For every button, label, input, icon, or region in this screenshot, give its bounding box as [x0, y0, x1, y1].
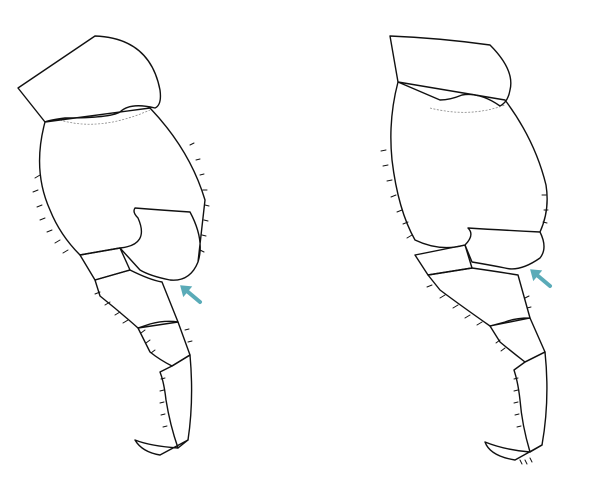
- merus-right: [427, 267, 531, 327]
- basis-right: [390, 81, 548, 270]
- basis-left: [38, 107, 206, 281]
- propodus-right: [513, 351, 548, 453]
- coxa-right: [389, 35, 512, 107]
- appendage-left: [17, 35, 210, 456]
- ischium-left: [79, 247, 131, 281]
- arrow-icon: [530, 269, 552, 288]
- coxa-left: [17, 35, 162, 123]
- coxa-suture-left: [59, 109, 151, 125]
- spines-left: [32, 142, 210, 428]
- coxa-suture-right: [429, 104, 506, 113]
- merus-left: [94, 269, 179, 329]
- propodus-left: [159, 354, 193, 449]
- arrow-icon: [180, 285, 202, 304]
- dactylus-left: [134, 439, 189, 456]
- ischium-right: [414, 244, 473, 276]
- dactylus-right: [484, 441, 543, 461]
- spines-right: [380, 149, 549, 465]
- appendage-right: [380, 35, 552, 465]
